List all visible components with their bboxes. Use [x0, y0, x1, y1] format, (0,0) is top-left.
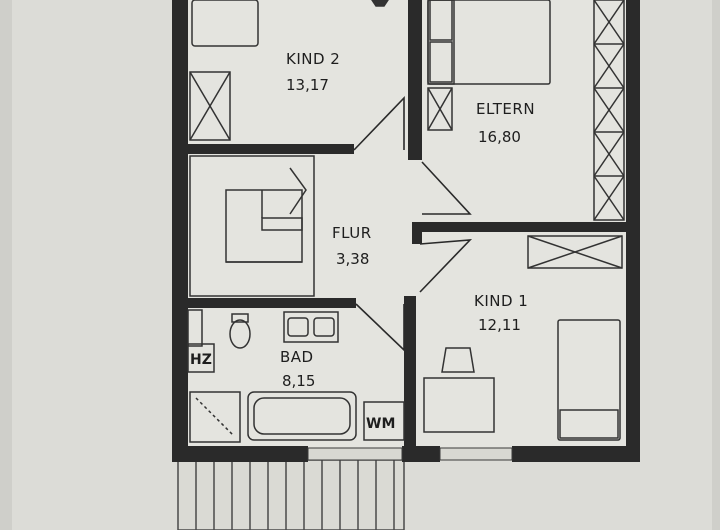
bad-shaft	[187, 309, 203, 347]
doors	[353, 96, 473, 352]
room-label-eltern: ELTERN	[476, 100, 535, 118]
room-label-kind2: KIND 2	[286, 50, 340, 68]
room-label-kind1: KIND 1	[474, 292, 528, 310]
heating-box	[187, 343, 215, 373]
kind1-bed	[557, 319, 621, 441]
kind1-desk	[423, 377, 495, 433]
room-area-eltern: 16,80	[478, 128, 521, 146]
eltern-wardrobe	[593, 0, 625, 221]
room-area-kind1: 12,11	[478, 316, 521, 334]
bad-fixtures	[187, 309, 405, 443]
staircase	[189, 155, 315, 297]
eltern-furniture	[427, 0, 625, 221]
windows	[307, 447, 513, 461]
eltern-nightstand	[427, 87, 453, 131]
kind1-lamp	[441, 347, 475, 373]
kind2-wardrobe	[189, 71, 231, 141]
balcony	[177, 459, 405, 530]
room-area-flur: 3,38	[336, 250, 369, 268]
heating-label: HZ	[190, 352, 212, 368]
kind2-furniture	[189, 0, 389, 141]
room-area-kind2: 13,17	[286, 76, 329, 94]
washing-machine-label: WM	[366, 416, 395, 432]
shower-tray	[189, 391, 241, 443]
room-area-bad: 8,15	[282, 372, 315, 390]
kind1-shelf	[527, 235, 623, 269]
kind2-bed	[191, 0, 259, 47]
kind2-lamp	[371, 0, 389, 7]
washing-machine-box	[363, 401, 405, 441]
sink-double	[283, 311, 339, 343]
walls	[172, 0, 640, 462]
kind1-furniture	[423, 235, 623, 441]
bathtub	[247, 391, 357, 441]
room-label-flur: FLUR	[332, 224, 372, 242]
room-label-bad: BAD	[280, 348, 314, 366]
toilet	[229, 319, 251, 349]
